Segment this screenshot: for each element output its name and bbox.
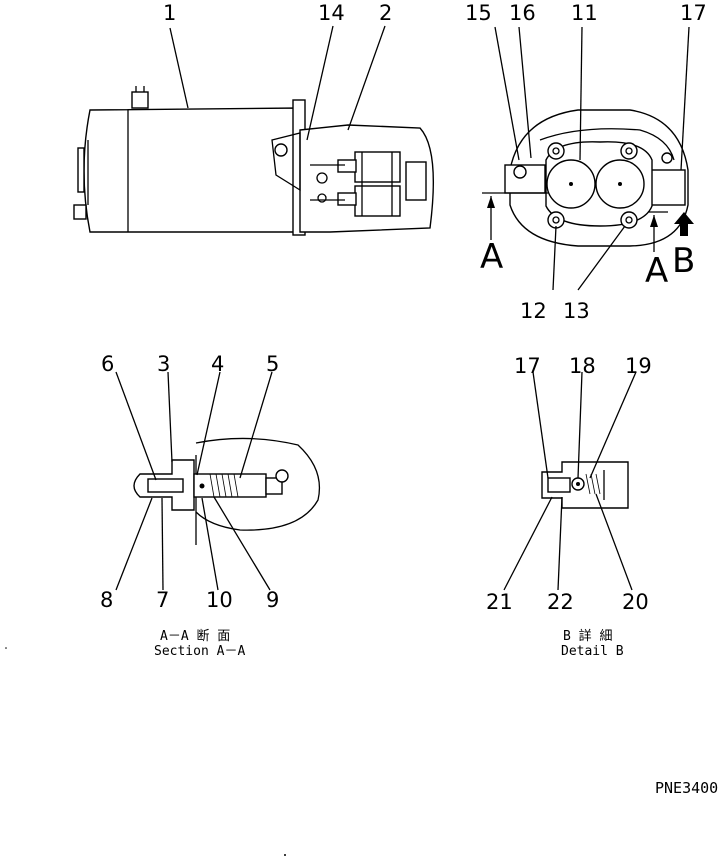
callout-12: 12 [520,299,547,323]
pump-motor-side-view [73,86,435,236]
callout-10: 10 [206,588,233,612]
callout-22: 22 [547,590,574,614]
detail-caption-jp: B 詳 細 [563,628,612,644]
end-view-leaders [494,26,690,291]
callout-6: 6 [101,352,114,376]
callout-2: 2 [379,1,392,25]
callout-d17: 17 [514,354,541,378]
section-caption-en: Section A－A [154,644,245,659]
section-spring [209,473,239,498]
callout-1: 1 [163,1,176,25]
pump-end-view [482,109,694,252]
callout-11: 11 [571,1,598,25]
section-caption-jp: A－A 断 面 [160,629,230,644]
callout-19: 19 [625,354,652,378]
callout-21: 21 [486,590,513,614]
drawing-code: PNE3400 [655,779,718,797]
callout-14: 14 [318,1,345,25]
detail-spring [585,473,601,495]
callout-16: 16 [509,1,536,25]
callout-9: 9 [266,588,279,612]
side-view-leaders [169,25,386,141]
section-a-marker-left: A [480,237,503,277]
callout-3: 3 [157,352,170,376]
callout-18: 18 [569,354,596,378]
section-a-marker-right: A [645,251,668,291]
detail-caption-en: Detail B [561,644,624,659]
section-a-a-leaders [115,371,273,591]
callout-8: 8 [100,588,113,612]
callout-13: 13 [563,299,590,323]
callout-20: 20 [622,590,649,614]
section-a-a-view [133,437,321,545]
view-b-arrow-icon [674,212,694,236]
callout-5: 5 [266,352,279,376]
view-b-marker: B [672,241,695,281]
callout-15: 15 [465,1,492,25]
callout-17: 17 [680,1,707,25]
callout-4: 4 [211,352,224,376]
callout-7: 7 [156,588,169,612]
detail-b-view [541,461,629,509]
detail-b-leaders [503,371,637,591]
